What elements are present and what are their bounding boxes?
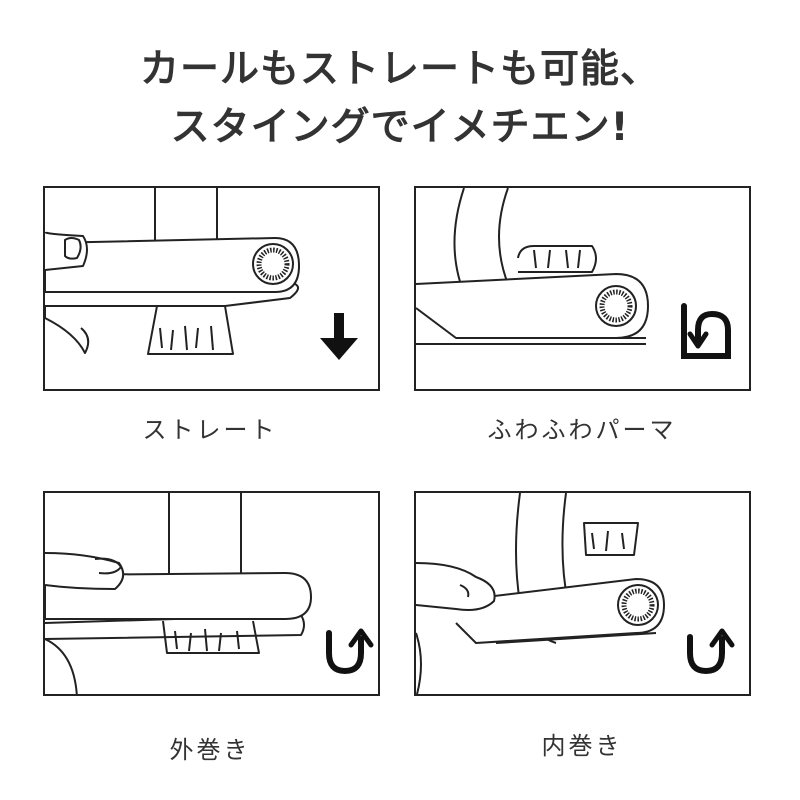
headline-line-1: カールもストレートも可能、	[139, 47, 660, 92]
fluffy-perm-illustration	[416, 188, 731, 359]
panel-outward-curl	[43, 491, 380, 696]
down-arrow-icon	[320, 313, 358, 360]
caption-inward-curl: 内巻き	[541, 732, 623, 760]
caption-straight: ストレート	[142, 416, 278, 444]
caption-fluffy-perm: ふわふわパーマ	[487, 416, 677, 444]
u-turn-up-left-icon	[687, 628, 735, 675]
headline-line-2: スタイングでイメチエン!	[170, 105, 630, 150]
straight-illustration	[45, 188, 358, 360]
curl-loop-icon	[681, 303, 731, 359]
caption-outward-curl: 外巻き	[169, 736, 251, 764]
outward-curl-illustration	[45, 493, 374, 694]
panel-inward-curl	[414, 491, 751, 696]
panel-straight	[43, 186, 380, 391]
u-turn-up-right-icon	[326, 628, 374, 675]
panel-fluffy-perm	[414, 186, 751, 391]
inward-curl-illustration	[416, 493, 735, 694]
